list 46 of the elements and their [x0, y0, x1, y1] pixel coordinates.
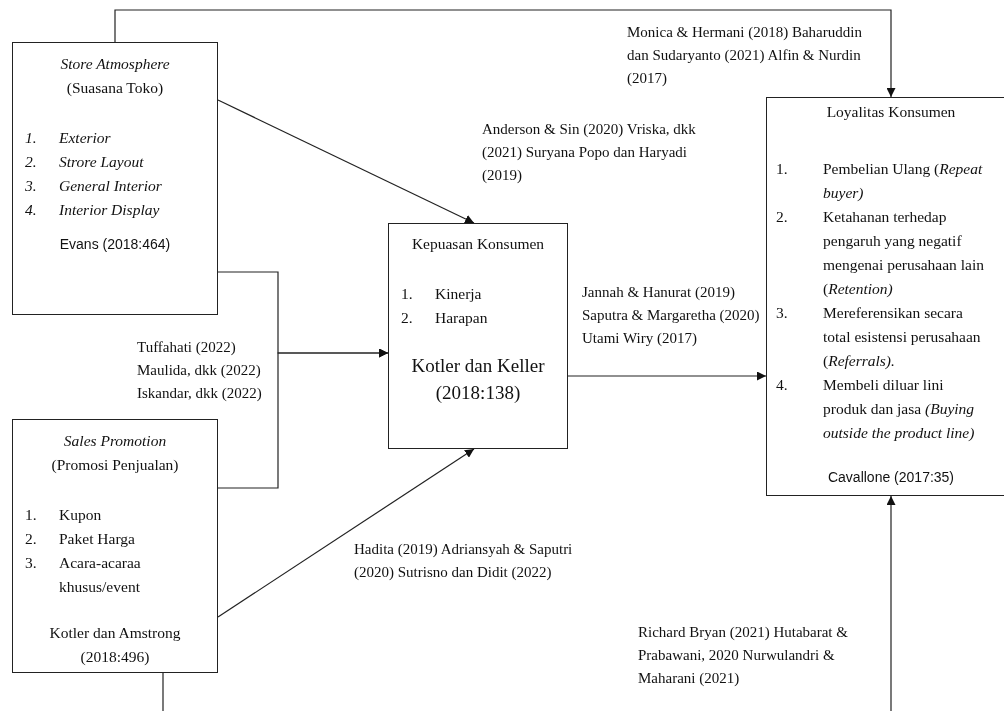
list-number: 3.	[24, 553, 38, 573]
list-item: Ketahanan terhedap pengaruh yang negatif mengenai perusahaan lain (Retention)	[823, 207, 985, 299]
list-number: 3.	[24, 176, 38, 196]
arrow	[114, 9, 896, 98]
list-item: Harapan	[435, 308, 489, 328]
list-item: Exterior	[59, 128, 112, 148]
box-text: (Promosi Penjualan)	[50, 455, 180, 475]
list-number: 2.	[400, 308, 414, 328]
list-item: Strore Layout	[59, 152, 145, 172]
citation-text: Evans (2018:464)	[58, 235, 172, 254]
concept-box	[12, 42, 218, 315]
citation-text: Cavallone (2017:35)	[826, 468, 956, 487]
list-number: 3.	[775, 303, 789, 323]
arrow	[217, 348, 389, 489]
list-item: Membeli diluar lini produk dan jasa (Buying outside the product line)	[823, 375, 976, 443]
list-number: 4.	[775, 375, 789, 395]
box-text: Kotler dan Amstrong (2018:496)	[48, 623, 182, 667]
list-item: Kinerja	[435, 284, 483, 304]
list-number: 1.	[400, 284, 414, 304]
citation-text: Kotler dan Keller (2018:138)	[410, 354, 546, 405]
concept-box	[388, 223, 568, 449]
concept-box	[766, 97, 1004, 496]
list-item: Interior Display	[59, 200, 161, 220]
list-item: Pembelian Ulang (Repeat buyer)	[823, 159, 984, 203]
list-item: Acara-acaraa khusus/event	[59, 553, 142, 597]
arrow	[217, 99, 475, 224]
list-number: 1.	[24, 128, 38, 148]
list-number: 4.	[24, 200, 38, 220]
list-item: Mereferensikan secara total esistensi perusahaan (Referrals).	[823, 303, 982, 371]
list-number: 2.	[24, 152, 38, 172]
arrow	[162, 495, 896, 711]
list-item: Kupon	[59, 505, 103, 525]
arrow	[567, 371, 767, 381]
box-heading: Kepuasan Konsumen	[410, 234, 546, 254]
list-item: General Interior	[59, 176, 163, 196]
box-heading: Sales Promotion	[62, 431, 168, 451]
list-item: Paket Harga	[59, 529, 136, 549]
box-text: (Suasana Toko)	[65, 78, 165, 98]
list-number: 2.	[775, 207, 789, 227]
list-number: 1.	[24, 505, 38, 525]
concept-box	[12, 419, 218, 673]
list-number: 1.	[775, 159, 789, 179]
box-heading: Loyalitas Konsumen	[825, 102, 957, 122]
box-heading: Store Atmosphere	[59, 54, 171, 74]
list-number: 2.	[24, 529, 38, 549]
arrow	[217, 448, 475, 618]
